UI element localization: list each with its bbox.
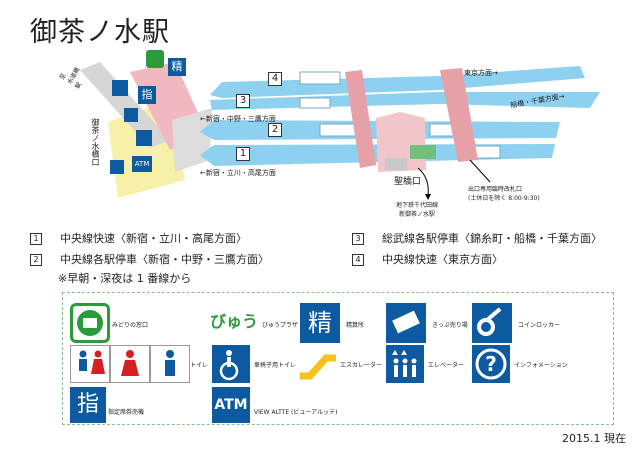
station-title: 御茶ノ水駅 [30, 17, 170, 48]
platform-legend-text-4: 中央線快速〈東京方面〉 [382, 253, 503, 266]
atm-label: VIEW ALTTE (ビューアルッテ) [254, 409, 338, 416]
midori-label: みどりの窓口 [112, 322, 149, 329]
locker-icon-map [112, 80, 128, 96]
midori-icon-map [146, 50, 164, 68]
toilet-female-icon [110, 345, 150, 383]
exit-ochanomizubashi: 御茶ノ水橋口 [91, 118, 100, 166]
track-number-1: 1 [236, 147, 250, 161]
track-number-2: 2 [268, 123, 282, 137]
toilet-male-icon [70, 345, 110, 383]
atm-icon-map: ATM [132, 156, 152, 172]
midori-icon [70, 303, 110, 343]
platform-legend-text-1: 中央線快速〈新宿・立川・高尾方面〉 [60, 232, 247, 245]
platform-legend-2: 2 中央線各駅停車〈新宿・中野・三鷹方面〉 [30, 251, 269, 267]
track-number-3: 3 [236, 94, 250, 108]
direction-shinjuku-takao: ←新宿・立川・高尾方面 [200, 169, 276, 177]
platform-legend-num-1: 1 [30, 233, 42, 245]
platform-legend-3: 3 総武線各駅停車〈錦糸町・船橋・千葉方面〉 [352, 230, 602, 246]
platform-legend-text-3: 総武線各駅停車〈錦糸町・船橋・千葉方面〉 [382, 232, 602, 245]
reserved-seat-label: 指定席券売機 [108, 409, 145, 416]
elevator-label: エレベーター [428, 362, 465, 369]
platform-legend-num-4: 4 [352, 254, 364, 266]
info-label: インフォメーション [514, 362, 568, 369]
temp-exit-label: 出口専用臨時改札口 (土休日を除く 8:00-9:30) [468, 186, 540, 202]
seisan-label: 精算所 [346, 322, 365, 329]
platform-legend-1: 1 中央線快速〈新宿・立川・高尾方面〉 [30, 230, 247, 246]
reserved-seat-icon: 指 [70, 387, 106, 423]
direction-tokyo: 東京方面→ [464, 69, 498, 77]
escalator-icon [298, 350, 338, 380]
stair-3 [299, 97, 331, 109]
toilet-label: トイレ [190, 362, 209, 369]
locker-label: コインロッカー [518, 322, 561, 329]
toilet-icon-map [124, 108, 138, 122]
escalator-label: エスカレーター [340, 362, 383, 369]
svg-text:?: ? [485, 352, 497, 376]
platform-legend-text-2: 中央線各駅停車〈新宿・中野・三鷹方面〉 [60, 253, 269, 266]
reserved-icon-map: 指 [138, 86, 156, 104]
toilet2-icon-map [110, 160, 124, 174]
wheelchair-icon [212, 345, 250, 383]
elevator-icon [386, 345, 424, 383]
street-road [80, 62, 170, 148]
direction-shinjuku-mitaka: ←新宿・中野・三鷹方面 [200, 115, 276, 123]
icon-legend [62, 292, 614, 425]
locker-icon [472, 303, 512, 343]
exit-block-gray [385, 158, 407, 170]
platform-legend-num-2: 2 [30, 254, 42, 266]
viewplaza-label: びゅうプラザ [262, 322, 298, 329]
viewplaza-logo: びゅう [210, 312, 259, 331]
toilet-male2-icon [150, 345, 190, 383]
ticket-label: きっぷ売り場 [432, 322, 468, 329]
hijiri-bridge [345, 70, 376, 168]
seisan-icon-map: 精 [168, 58, 186, 76]
track-number-4: 4 [268, 72, 282, 86]
platform-note: ※早朝・深夜は 1 番線から [58, 272, 192, 285]
exit-hijiribashi: 聖橋口 [394, 177, 422, 187]
stair-1 [299, 71, 341, 85]
platform-4-3 [210, 66, 585, 98]
subway-label: 地下鉄千代田線 新御茶ノ水駅 [396, 202, 439, 218]
ticket-icon-map [136, 130, 152, 146]
info-icon: ? [472, 345, 510, 383]
exit-gate-green [410, 145, 436, 159]
platform-legend-num-3: 3 [352, 233, 364, 245]
platform-legend-4: 4 中央線快速〈東京方面〉 [352, 251, 503, 267]
seisan-icon: 精 [300, 303, 340, 343]
wheelchair-label: 車椅子用トイレ [254, 362, 297, 369]
ticket-icon [386, 303, 426, 343]
atm-icon: ATM [212, 387, 250, 423]
date-stamp: 2015.1 現在 [562, 432, 626, 445]
right-bridge [440, 68, 478, 162]
